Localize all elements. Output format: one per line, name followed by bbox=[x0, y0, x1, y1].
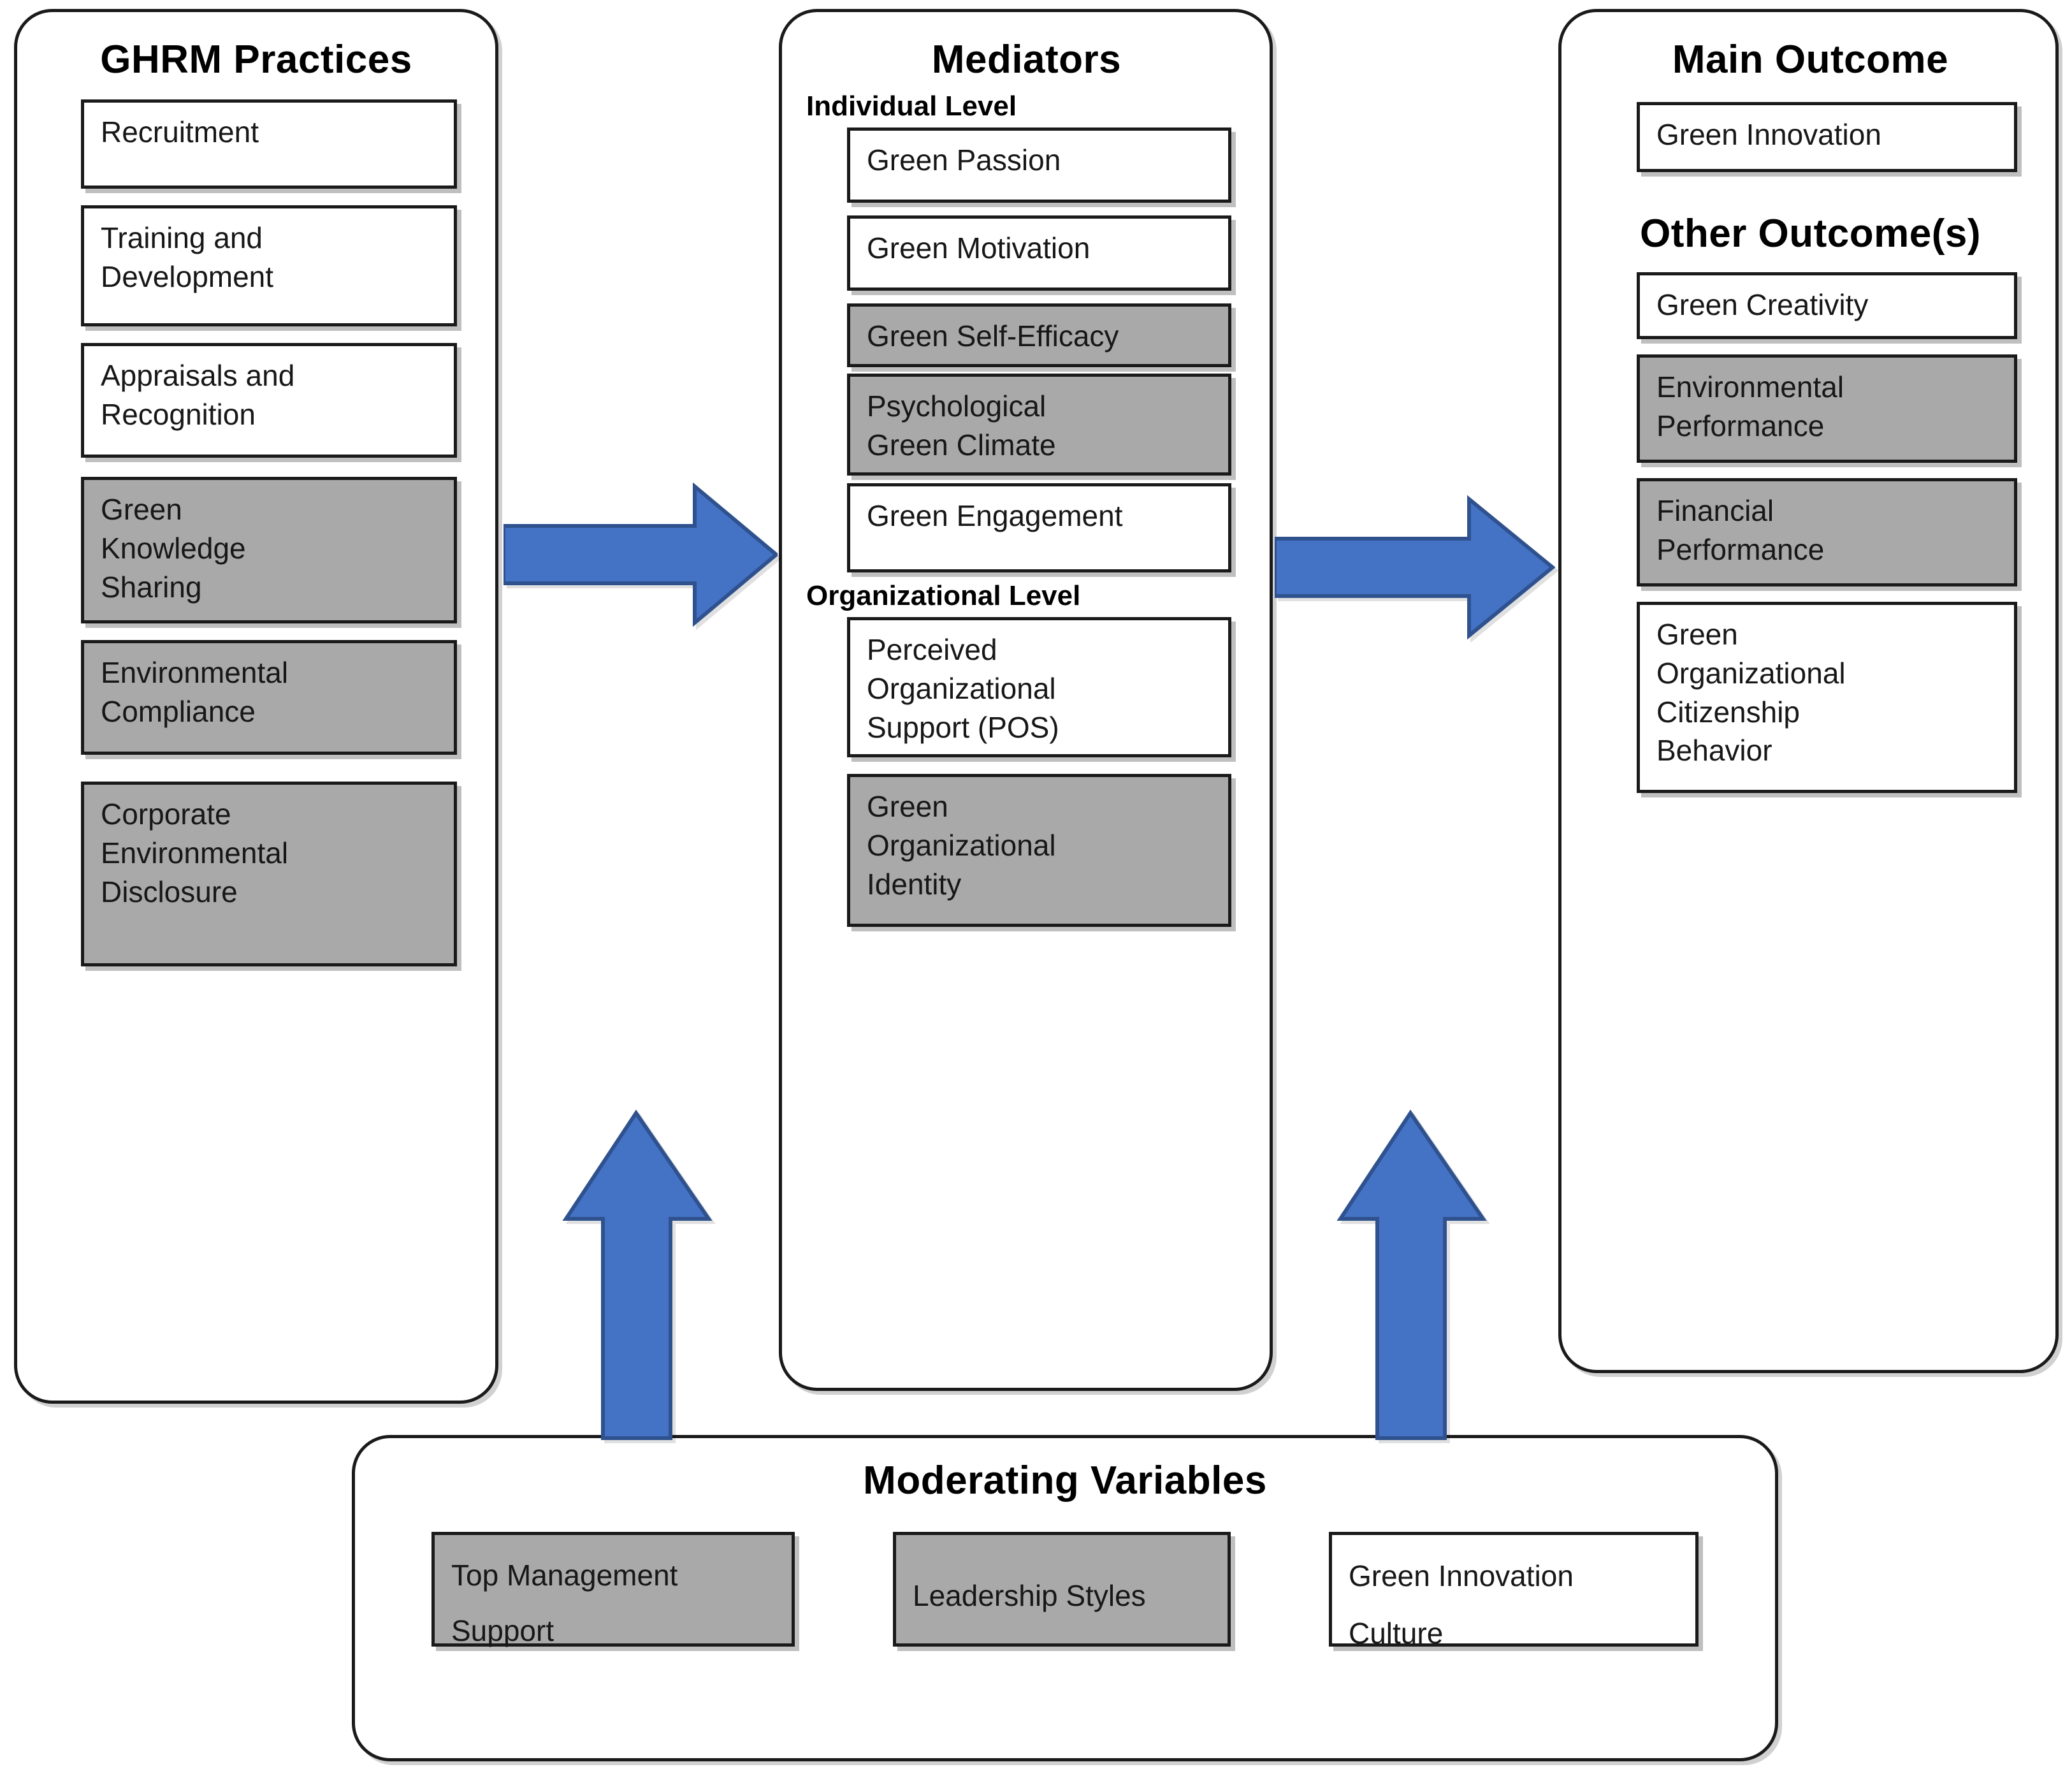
other-outcome-items: Green Creativity Environmental Performan… bbox=[1637, 272, 2017, 794]
box-appraisals-and-recognition[interactable]: Appraisals and Recognition bbox=[81, 343, 457, 458]
box-perceived-organizational-support[interactable]: Perceived Organizational Support (POS) bbox=[847, 617, 1231, 758]
mediators-organizational-items: Perceived Organizational Support (POS) G… bbox=[847, 617, 1231, 928]
box-green-passion[interactable]: Green Passion bbox=[847, 127, 1231, 203]
panel-title-moderating-variables: Moderating Variables bbox=[863, 1459, 1267, 1503]
mediators-heading-organizational-level: Organizational Level bbox=[806, 580, 1081, 612]
box-recruitment[interactable]: Recruitment bbox=[81, 99, 457, 189]
moderator-items-list: Top Management Support Leadership Styles… bbox=[355, 1532, 1775, 1650]
mediators-individual-items: Green Passion Green Motivation Green Sel… bbox=[847, 127, 1231, 573]
box-green-innovation[interactable]: Green Innovation bbox=[1637, 102, 2017, 173]
arrow-moderators-to-mediators bbox=[561, 1109, 714, 1441]
arrow-moderators-to-outcomes bbox=[1335, 1109, 1488, 1441]
box-corporate-environmental-disclosure[interactable]: Corporate Environmental Disclosure bbox=[81, 782, 457, 967]
main-outcome-items: Green Innovation bbox=[1637, 102, 2017, 173]
arrow-ghrm-to-mediators bbox=[504, 481, 778, 628]
box-green-creativity[interactable]: Green Creativity bbox=[1637, 272, 2017, 340]
panel-main-outcome: Main Outcome Green Innovation Other Outc… bbox=[1558, 9, 2059, 1373]
panel-ghrm-practices: GHRM Practices Recruitment Training and … bbox=[14, 9, 498, 1404]
panel-title-ghrm: GHRM Practices bbox=[100, 38, 412, 82]
box-environmental-performance[interactable]: Environmental Performance bbox=[1637, 354, 2017, 463]
box-financial-performance[interactable]: Financial Performance bbox=[1637, 478, 2017, 587]
box-green-knowledge-sharing[interactable]: Green Knowledge Sharing bbox=[81, 477, 457, 624]
arrow-mediators-to-outcomes bbox=[1275, 494, 1555, 641]
other-outcomes-heading: Other Outcome(s) bbox=[1639, 212, 1981, 256]
box-top-management-support[interactable]: Top Management Support bbox=[431, 1532, 795, 1647]
box-training-and-development[interactable]: Training and Development bbox=[81, 205, 457, 327]
ghrm-items-list: Recruitment Training and Development App… bbox=[81, 99, 457, 967]
box-green-engagement[interactable]: Green Engagement bbox=[847, 483, 1231, 573]
box-environmental-compliance[interactable]: Environmental Compliance bbox=[81, 640, 457, 755]
box-green-motivation[interactable]: Green Motivation bbox=[847, 215, 1231, 291]
box-green-self-efficacy[interactable]: Green Self-Efficacy bbox=[847, 303, 1231, 368]
box-green-organizational-identity[interactable]: Green Organizational Identity bbox=[847, 774, 1231, 928]
box-green-innovation-culture[interactable]: Green Innovation Culture bbox=[1329, 1532, 1699, 1650]
box-green-organizational-citizenship-behavior[interactable]: Green Organizational Citizenship Behavio… bbox=[1637, 602, 2017, 794]
box-leadership-styles[interactable]: Leadership Styles bbox=[893, 1532, 1231, 1647]
box-psychological-green-climate[interactable]: Psychological Green Climate bbox=[847, 374, 1231, 476]
panel-title-main-outcome: Main Outcome bbox=[1672, 38, 1949, 82]
panel-title-mediators: Mediators bbox=[931, 38, 1122, 82]
mediators-heading-individual-level: Individual Level bbox=[806, 91, 1017, 122]
panel-mediators: Mediators Individual Level Green Passion… bbox=[779, 9, 1273, 1391]
panel-moderating-variables: Moderating Variables Top Management Supp… bbox=[352, 1435, 1778, 1761]
